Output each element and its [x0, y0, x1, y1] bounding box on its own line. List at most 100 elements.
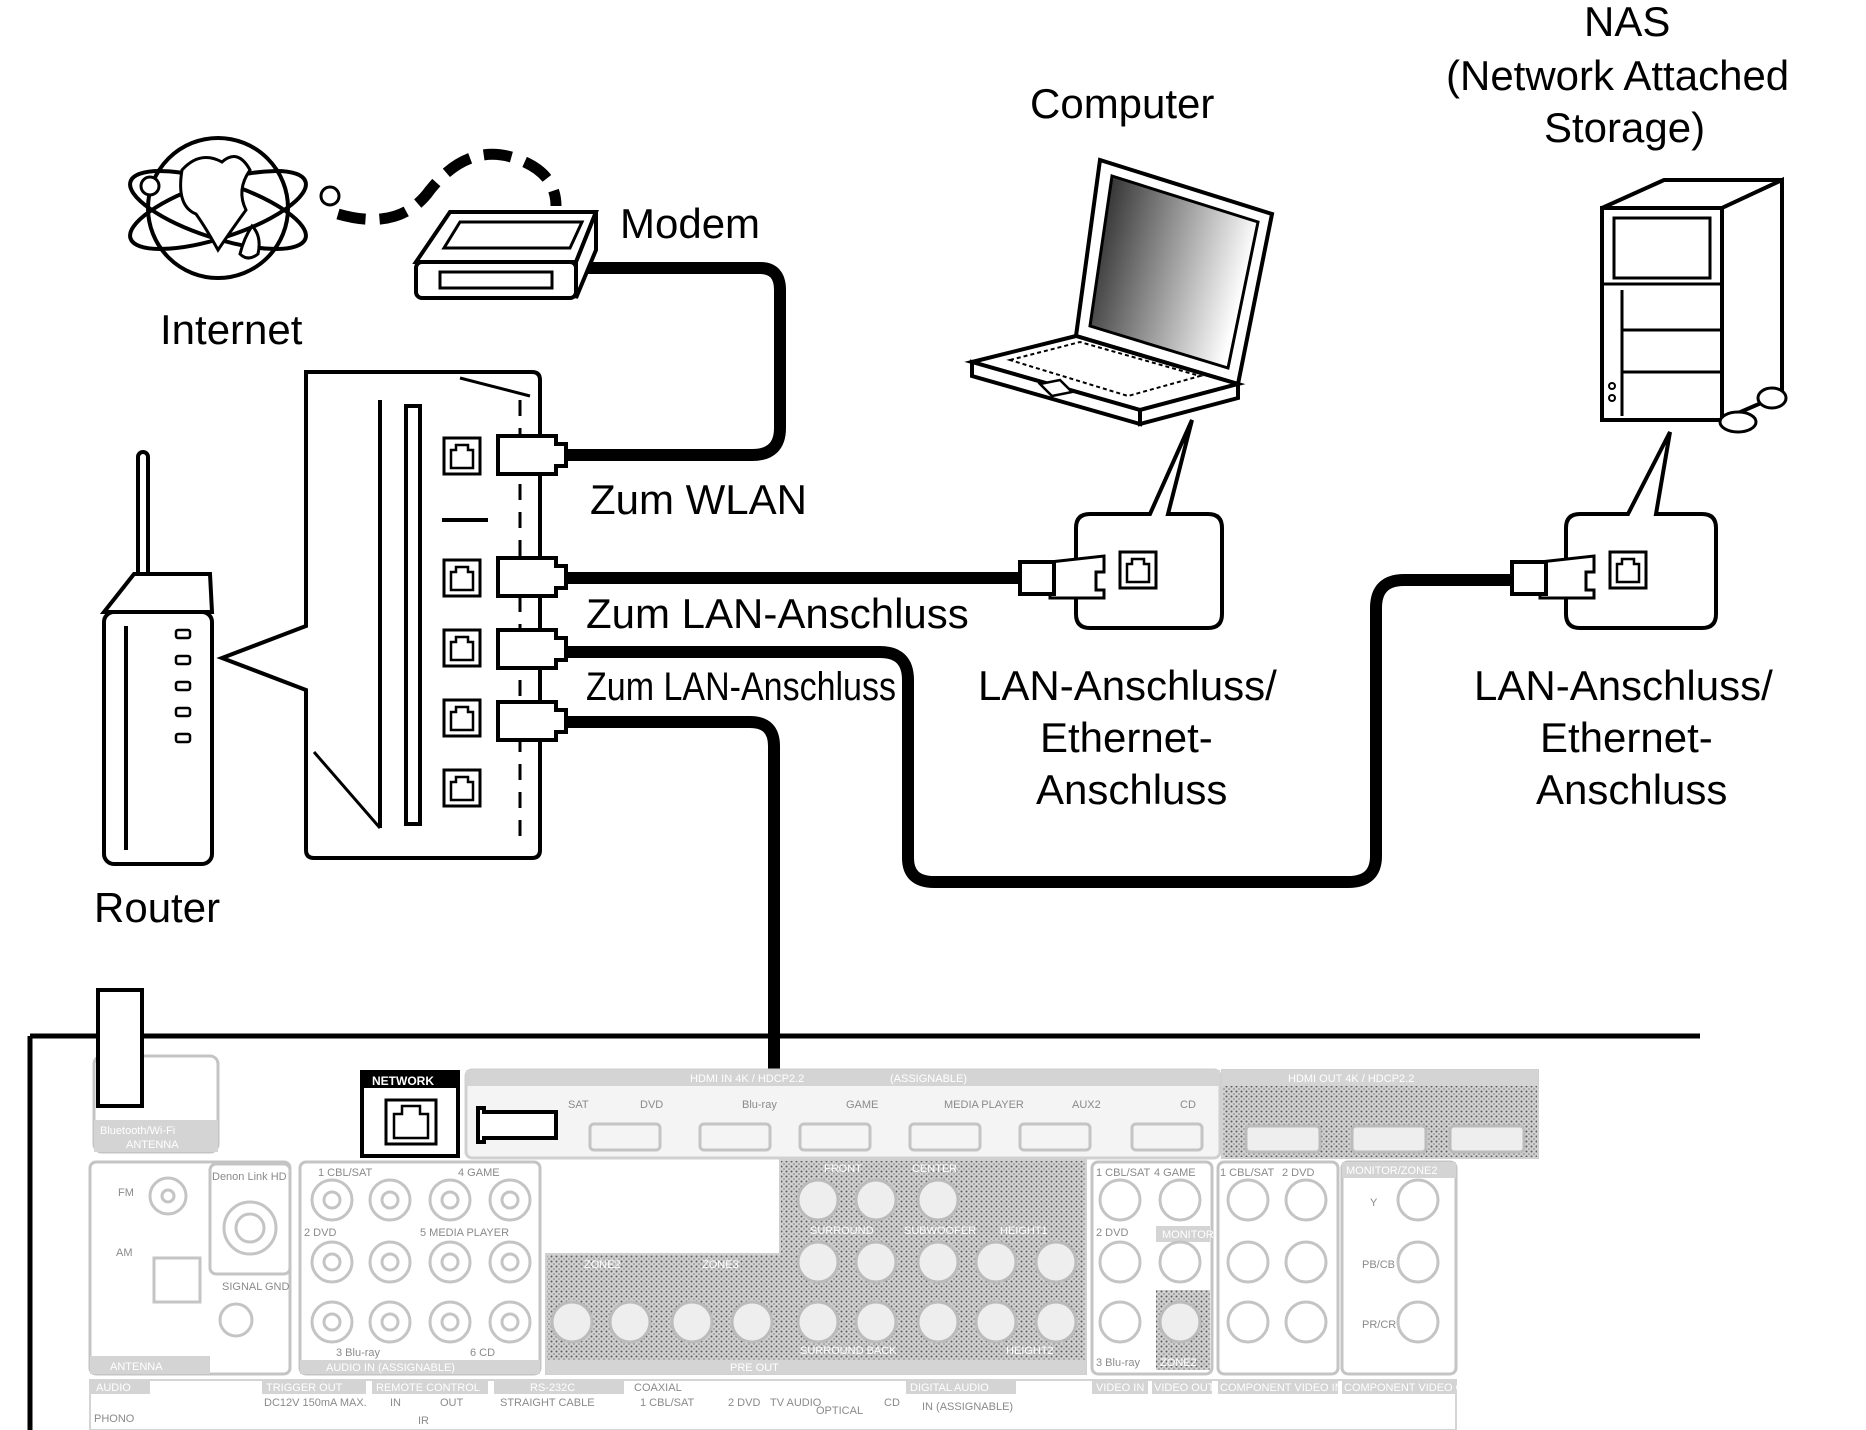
pre-out-surround-back-label: SURROUND BACK — [800, 1345, 897, 1357]
router-label: Router — [94, 884, 220, 931]
bt-antenna-label-2: ANTENNA — [126, 1139, 179, 1151]
bottom-coax-cblsat: 1 CBL/SAT — [640, 1397, 694, 1409]
component-pr-label: PR/CR — [1362, 1319, 1396, 1331]
bottom-remote-out: OUT — [440, 1397, 464, 1409]
pre-out-zone2-label: ZONE2 — [584, 1259, 621, 1271]
nas-icon — [1600, 176, 1788, 434]
bottom-trigger-label: TRIGGER OUT — [266, 1382, 343, 1394]
cable-modem-router — [534, 262, 786, 461]
zum-lan-label-1: Zum LAN-Anschluss — [586, 590, 969, 637]
audio-in-label-cd: 6 CD — [470, 1347, 495, 1359]
nas-plug — [1538, 554, 1596, 600]
pre-out-surround-label: SURROUND — [810, 1225, 874, 1237]
hdmi-inputs: SAT DVD Blu-ray GAME MEDIA PLAYER AUX2 C… — [568, 1099, 1204, 1152]
bottom-straight-cable-label: STRAIGHT CABLE — [500, 1397, 595, 1409]
hdmi-in-label-sat: SAT — [568, 1099, 589, 1111]
nas-label-3: Storage) — [1544, 104, 1705, 151]
video-zone2-label: ZONE2 — [1160, 1357, 1197, 1369]
hdmi-in-label-media: MEDIA PLAYER — [944, 1099, 1024, 1111]
bottom-remote-label: REMOTE CONTROL — [376, 1382, 480, 1394]
hdmi-in-label-bluray: Blu-ray — [742, 1099, 777, 1111]
audio-in-jacks — [310, 1178, 532, 1344]
cable-router-receiver-line — [544, 716, 780, 1130]
laptop-icon — [964, 157, 1275, 427]
pre-out-height2-label: HEIGHT2 — [1006, 1345, 1054, 1357]
bottom-remote-in: IN — [390, 1397, 401, 1409]
plug-router-wan — [496, 434, 568, 476]
bt-antenna-label-1: Bluetooth/Wi-Fi — [100, 1125, 175, 1137]
bt-antenna-icon — [96, 988, 144, 1108]
bottom-digital-audio-label: DIGITAL AUDIO — [910, 1382, 989, 1394]
internet-link-dashed — [336, 148, 562, 225]
bottom-tv-audio: TV AUDIO — [770, 1397, 822, 1409]
bottom-video-out-label: VIDEO OUT — [1154, 1382, 1215, 1394]
audio-in-label: AUDIO IN (ASSIGNABLE) — [326, 1362, 455, 1374]
denon-link-label: Denon Link HD — [212, 1171, 287, 1183]
bottom-rs232-label: RS-232C — [530, 1382, 575, 1394]
computer-port-label-3: Anschluss — [1036, 766, 1227, 813]
component-monitor-label: MONITOR/ZONE2 — [1346, 1165, 1437, 1177]
bottom-digital-assignable: IN (ASSIGNABLE) — [922, 1401, 1013, 1413]
hdmi-in-header: HDMI IN 4K / HDCP2.2 — [690, 1073, 804, 1085]
hdmi-in-label-game: GAME — [846, 1099, 878, 1111]
component-in-jacks — [1226, 1178, 1328, 1344]
cables — [534, 262, 1523, 1135]
pre-out-zone3-label: ZONE3 — [702, 1259, 739, 1271]
signal-gnd-label: SIGNAL GND — [222, 1281, 289, 1293]
router-port-wan — [442, 436, 482, 476]
cable-router-receiver — [539, 711, 785, 1135]
bottom-video-in-label: VIDEO IN — [1096, 1382, 1144, 1394]
bottom-phono-label: PHONO — [94, 1413, 135, 1425]
bottom-coax-dvd: 2 DVD — [728, 1397, 760, 1409]
modem-label: Modem — [620, 200, 760, 247]
component-in-label-dvd: 2 DVD — [1282, 1167, 1314, 1179]
pre-out-jacks — [550, 1178, 1078, 1344]
video-in-label-cblsat: 1 CBL/SAT — [1096, 1167, 1150, 1179]
hdmi-in-label-aux2: AUX2 — [1072, 1099, 1101, 1111]
component-y-label: Y — [1370, 1197, 1378, 1209]
plug-receiver — [476, 1106, 558, 1144]
nas-port-label-3: Anschluss — [1536, 766, 1727, 813]
modem-icon — [412, 210, 599, 300]
audio-in-label-media: 5 MEDIA PLAYER — [420, 1227, 509, 1239]
video-jacks — [1098, 1178, 1202, 1344]
nas-lan-port — [1608, 550, 1648, 590]
pre-out-height1-label: HEIGHT1 — [1000, 1225, 1048, 1237]
nas-label-1: NAS — [1584, 0, 1670, 45]
nas-port-label-1: LAN-Anschluss/ — [1474, 662, 1773, 709]
bottom-audio-label: AUDIO — [96, 1382, 131, 1394]
globe-icon — [128, 136, 341, 280]
bottom-component-out-label: COMPONENT VIDEO OUT — [1344, 1382, 1479, 1394]
video-in-label-dvd: 2 DVD — [1096, 1227, 1128, 1239]
nas-label-2: (Network Attached — [1446, 52, 1789, 99]
cable-router-nas-line — [562, 574, 1518, 888]
plug-router-lan3 — [496, 700, 568, 742]
hdmi-in-label-dvd: DVD — [640, 1099, 663, 1111]
video-in-label-bluray: 3 Blu-ray — [1096, 1357, 1141, 1369]
bottom-ir-label: IR — [418, 1415, 429, 1427]
video-monitor-label: MONITOR — [1162, 1229, 1214, 1241]
plug-router-lan1 — [496, 556, 568, 598]
router-icon — [99, 450, 215, 866]
bottom-component-in-label: COMPONENT VIDEO IN — [1220, 1382, 1343, 1394]
computer-lan-port — [1118, 550, 1158, 590]
zum-wlan-label: Zum WLAN — [590, 476, 807, 523]
hdmi-out-header: HDMI OUT 4K / HDCP2.2 — [1288, 1073, 1414, 1085]
hdmi-in-label-cd: CD — [1180, 1099, 1196, 1111]
receiver-bottom-row: AUDIO PHONO TRIGGER OUT DC12V 150mA MAX.… — [89, 1379, 1479, 1430]
internet-label: Internet — [160, 306, 303, 353]
pre-out-center-label: CENTER — [912, 1163, 957, 1175]
audio-in-label-game: 4 GAME — [458, 1167, 500, 1179]
pre-out-subwoofer-label: SUBWOOFER — [904, 1225, 976, 1237]
pre-out-label: PRE OUT — [730, 1362, 779, 1374]
audio-in-label-cblsat: 1 CBL/SAT — [318, 1167, 372, 1179]
nas-port-label-2: Ethernet- — [1540, 714, 1713, 761]
bottom-coaxial-label: COAXIAL — [634, 1382, 682, 1394]
router-port-lan4 — [442, 768, 482, 808]
zum-lan-label-2: Zum LAN-Anschluss — [586, 665, 896, 709]
receiver-back-panel: Bluetooth/Wi-Fi ANTENNA HDMI IN 4K / HDC… — [27, 988, 1700, 1430]
plug-router-lan2 — [496, 628, 568, 670]
router-port-lan1 — [442, 558, 482, 598]
video-in-label-game: 4 GAME — [1154, 1167, 1196, 1179]
bottom-optical-cd: CD — [884, 1397, 900, 1409]
